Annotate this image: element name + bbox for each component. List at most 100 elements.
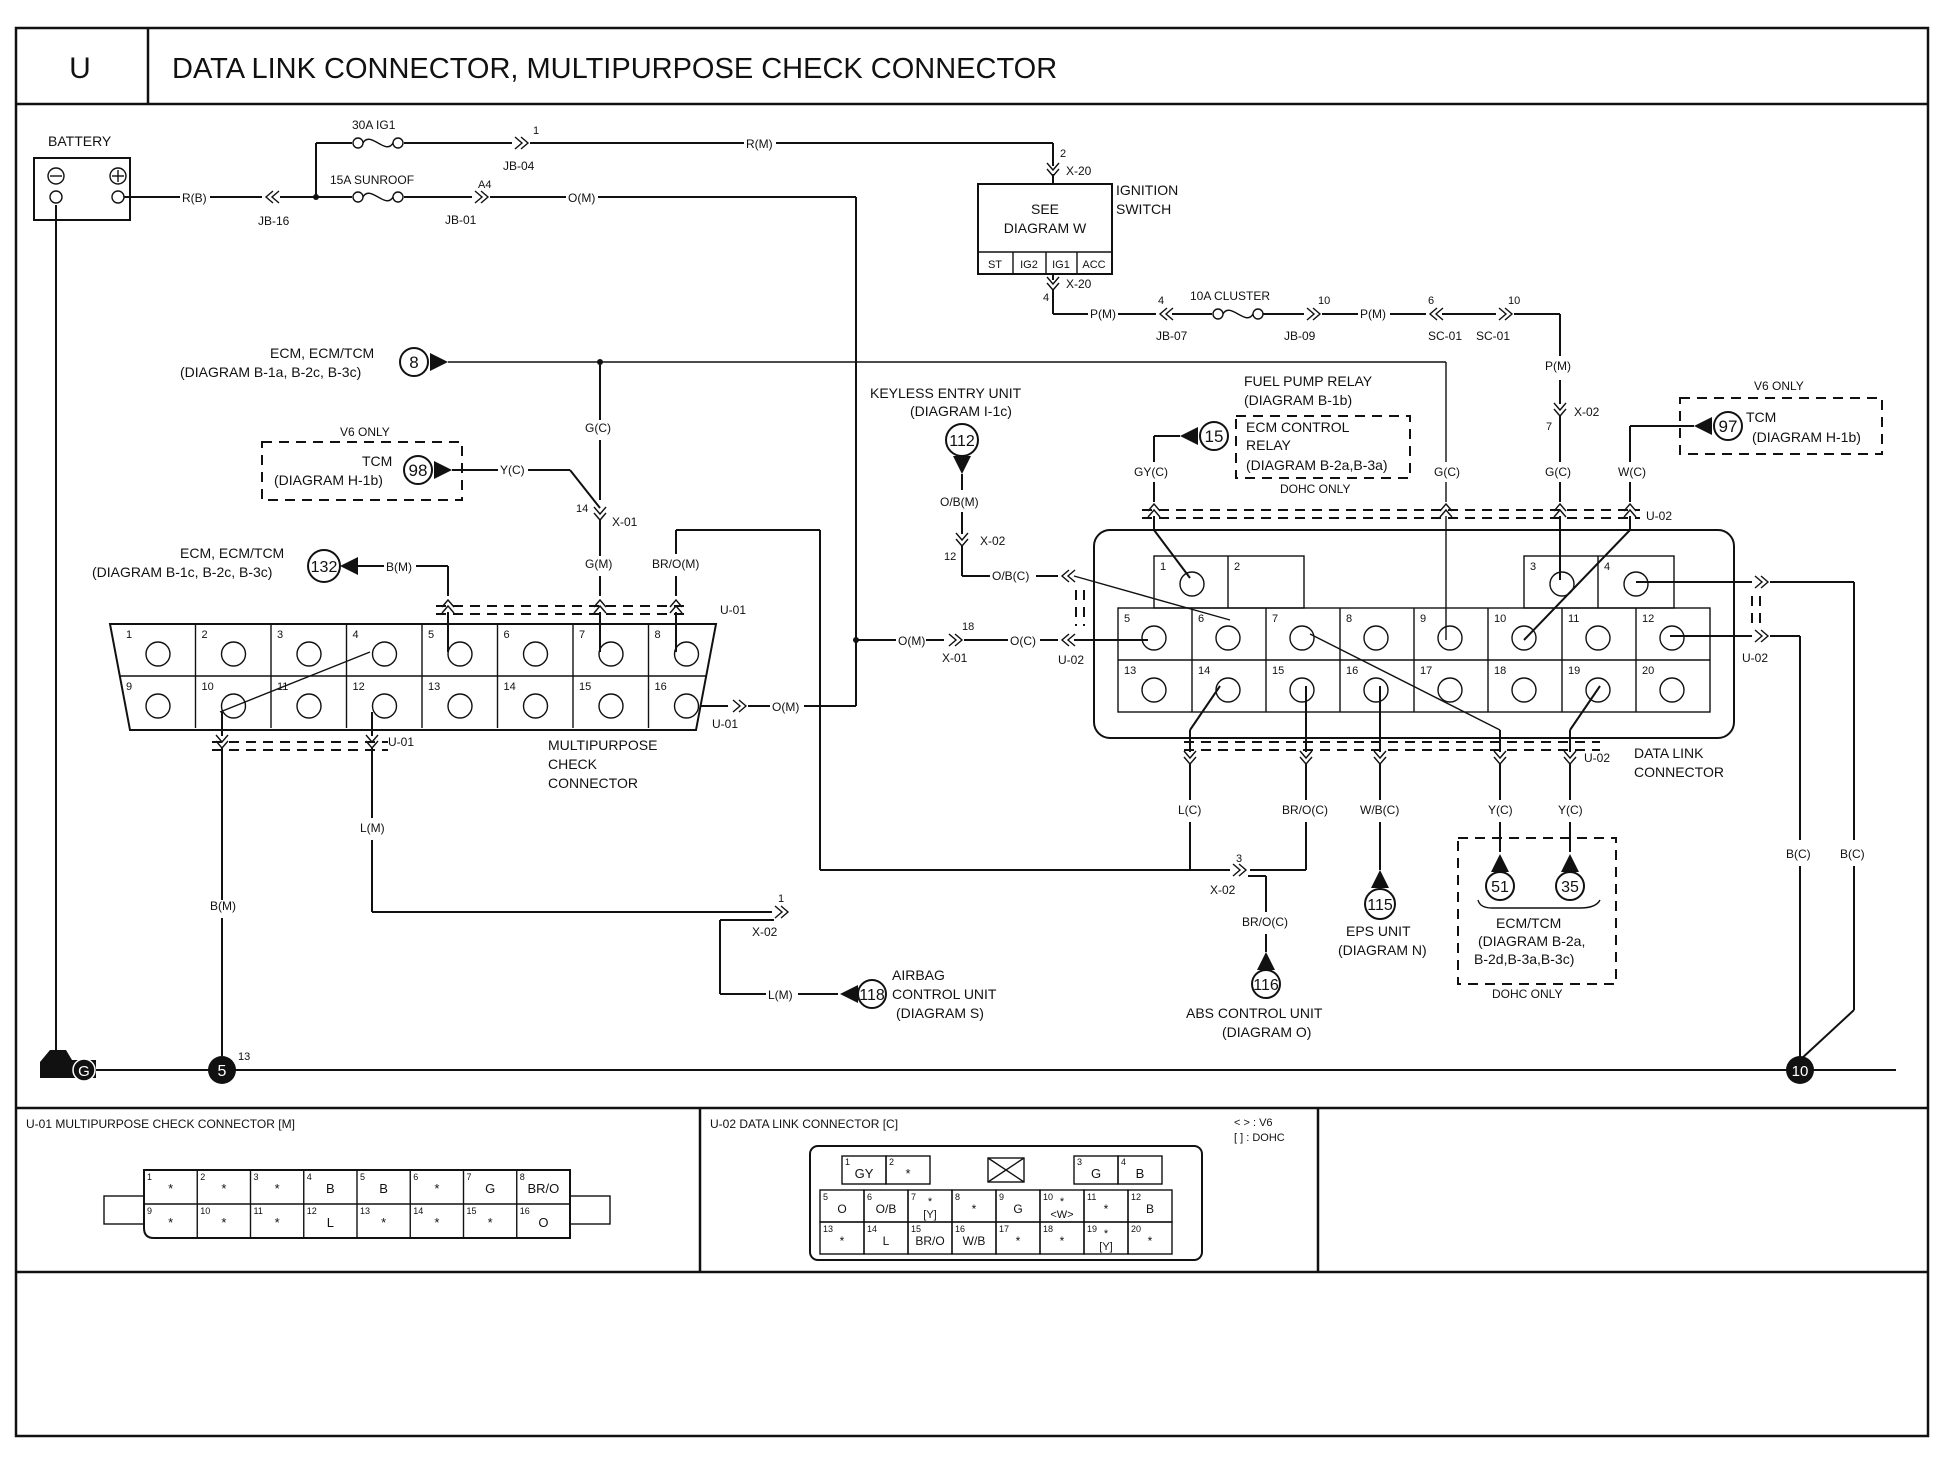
u01-view-pin-8: 8BR/O bbox=[520, 1172, 560, 1196]
ground-g-icon: G bbox=[40, 1050, 96, 1082]
u02-view-pin-17: 17* bbox=[995, 1221, 1041, 1255]
svg-text:4: 4 bbox=[307, 1172, 312, 1182]
ignition-label-2: SWITCH bbox=[1116, 201, 1171, 217]
section-code: U bbox=[69, 52, 91, 85]
dlc-pin-6: 6 bbox=[1198, 613, 1241, 651]
dlc-pin-19: 19 bbox=[1568, 665, 1611, 703]
svg-text:*: * bbox=[928, 1196, 933, 1208]
fuse-cluster-label: 10A CLUSTER bbox=[1190, 289, 1270, 303]
u02-view-pin-2: 2* bbox=[885, 1155, 931, 1185]
svg-text:(DIAGRAM H-1b): (DIAGRAM H-1b) bbox=[1752, 429, 1861, 445]
svg-text:97: 97 bbox=[1719, 417, 1738, 436]
svg-text:BR/O: BR/O bbox=[915, 1234, 944, 1248]
svg-text:B: B bbox=[1146, 1202, 1154, 1216]
svg-text:CONNECTOR: CONNECTOR bbox=[548, 775, 638, 791]
svg-text:G: G bbox=[78, 1063, 90, 1080]
svg-text:B: B bbox=[1136, 1166, 1145, 1181]
svg-text:BR/O: BR/O bbox=[527, 1181, 559, 1196]
svg-text:10: 10 bbox=[200, 1206, 210, 1216]
svg-text:DATA LINK: DATA LINK bbox=[1634, 745, 1704, 761]
svg-text:*: * bbox=[1060, 1234, 1065, 1248]
svg-text:6: 6 bbox=[504, 629, 510, 641]
svg-text:IG1: IG1 bbox=[1052, 259, 1070, 271]
dlc-pin-16: 16 bbox=[1346, 665, 1389, 703]
u01-view-pin-10: 10* bbox=[200, 1206, 226, 1230]
svg-text:G(C): G(C) bbox=[1545, 465, 1571, 479]
tcm-right-box bbox=[1679, 397, 1883, 455]
dlc-pin-13: 13 bbox=[1124, 665, 1167, 703]
u02-view-pin-3: 3G bbox=[1073, 1155, 1119, 1185]
u02-view-pin-14: 14L bbox=[863, 1221, 909, 1255]
svg-text:Y(C): Y(C) bbox=[1488, 803, 1513, 817]
svg-text:*: * bbox=[1016, 1234, 1021, 1248]
mpcc-pin-3: 3 bbox=[277, 629, 322, 667]
svg-text:ECM/TCM: ECM/TCM bbox=[1496, 915, 1561, 931]
svg-text:5: 5 bbox=[360, 1172, 365, 1182]
u02-view-pin-4: 4B bbox=[1117, 1155, 1163, 1185]
svg-text:18: 18 bbox=[1043, 1224, 1053, 1234]
svg-text:15: 15 bbox=[579, 681, 591, 693]
u02-view-pin-19: 19*[Y] bbox=[1083, 1221, 1129, 1255]
svg-text:3: 3 bbox=[277, 629, 283, 641]
svg-text:O(M): O(M) bbox=[898, 634, 925, 648]
u02-view-pin-7: 7*[Y] bbox=[907, 1189, 953, 1223]
svg-text:51: 51 bbox=[1491, 879, 1509, 896]
svg-text:ABS CONTROL UNIT: ABS CONTROL UNIT bbox=[1186, 1005, 1323, 1021]
u01-view-pin-11: 11* bbox=[254, 1206, 280, 1230]
dlc-pin-8: 8 bbox=[1346, 613, 1389, 651]
svg-text:5: 5 bbox=[428, 629, 434, 641]
svg-text:16: 16 bbox=[655, 681, 667, 693]
u02-connector-view: 1GY2*3G4B5O6O/B7*[Y]8*9G10*<W>11*12B13*1… bbox=[809, 1145, 1203, 1261]
ecm-top-diagram: (DIAGRAM B-1a, B-2c, B-3c) bbox=[180, 364, 361, 380]
svg-text:14: 14 bbox=[576, 503, 588, 515]
mpcc-pin-15: 15 bbox=[579, 681, 624, 719]
u02-view-pin-18: 18 * bbox=[1039, 1221, 1085, 1255]
u02-view-pin-5: 5O bbox=[819, 1189, 865, 1223]
dlc-pin-14: 14 bbox=[1198, 665, 1241, 703]
wire-label-rb: R(B) bbox=[182, 191, 207, 205]
svg-text:W(C): W(C) bbox=[1618, 465, 1646, 479]
svg-text:(DIAGRAM S): (DIAGRAM S) bbox=[896, 1005, 984, 1021]
dlc-pin-15: 15 bbox=[1272, 665, 1315, 703]
svg-text:U-02: U-02 bbox=[1058, 653, 1084, 667]
svg-text:10: 10 bbox=[1318, 295, 1330, 307]
svg-text:GY(C): GY(C) bbox=[1134, 465, 1168, 479]
svg-text:SC-01: SC-01 bbox=[1428, 329, 1462, 343]
mpcc-pin-7: 7 bbox=[579, 629, 624, 667]
ground-5: 5 bbox=[208, 1056, 236, 1084]
svg-text:CONTROL UNIT: CONTROL UNIT bbox=[892, 986, 997, 1002]
svg-text:U-01: U-01 bbox=[720, 603, 746, 617]
svg-text:3: 3 bbox=[1530, 561, 1536, 573]
svg-text:DOHC ONLY: DOHC ONLY bbox=[1280, 482, 1350, 496]
ecm-relay-box bbox=[1235, 415, 1411, 479]
svg-text:35: 35 bbox=[1561, 879, 1579, 896]
svg-text:2: 2 bbox=[1060, 148, 1066, 160]
svg-text:12: 12 bbox=[1642, 613, 1654, 625]
dlc-pin-9: 9 bbox=[1420, 613, 1463, 651]
svg-text:*: * bbox=[434, 1215, 439, 1230]
svg-text:IG2: IG2 bbox=[1020, 259, 1038, 271]
svg-text:Y(C): Y(C) bbox=[1558, 803, 1583, 817]
svg-text:4: 4 bbox=[353, 629, 359, 641]
svg-text:10: 10 bbox=[1792, 1063, 1809, 1080]
svg-text:3: 3 bbox=[1077, 1157, 1082, 1167]
svg-text:ECM, ECM/TCM: ECM, ECM/TCM bbox=[180, 545, 284, 561]
mpcc-pin-6: 6 bbox=[504, 629, 549, 667]
svg-text:2: 2 bbox=[1234, 561, 1240, 573]
svg-text:TCM: TCM bbox=[362, 453, 392, 469]
u01-view-pin-5: 5B bbox=[360, 1172, 388, 1196]
ignition-label-1: IGNITION bbox=[1116, 182, 1178, 198]
svg-text:U-01: U-01 bbox=[712, 717, 738, 731]
svg-text:10: 10 bbox=[1494, 613, 1506, 625]
mpcc-pin-13: 13 bbox=[428, 681, 473, 719]
svg-text:(DIAGRAM I-1c): (DIAGRAM I-1c) bbox=[910, 403, 1012, 419]
svg-text:8: 8 bbox=[1346, 613, 1352, 625]
svg-text:98: 98 bbox=[409, 461, 428, 480]
battery-label: BATTERY bbox=[48, 133, 112, 149]
svg-text:9: 9 bbox=[147, 1206, 152, 1216]
svg-text:2: 2 bbox=[889, 1157, 894, 1167]
svg-text:2: 2 bbox=[202, 629, 208, 641]
svg-text:7: 7 bbox=[467, 1172, 472, 1182]
svg-text:*: * bbox=[381, 1215, 386, 1230]
conn-jb04: JB-04 bbox=[503, 159, 535, 173]
